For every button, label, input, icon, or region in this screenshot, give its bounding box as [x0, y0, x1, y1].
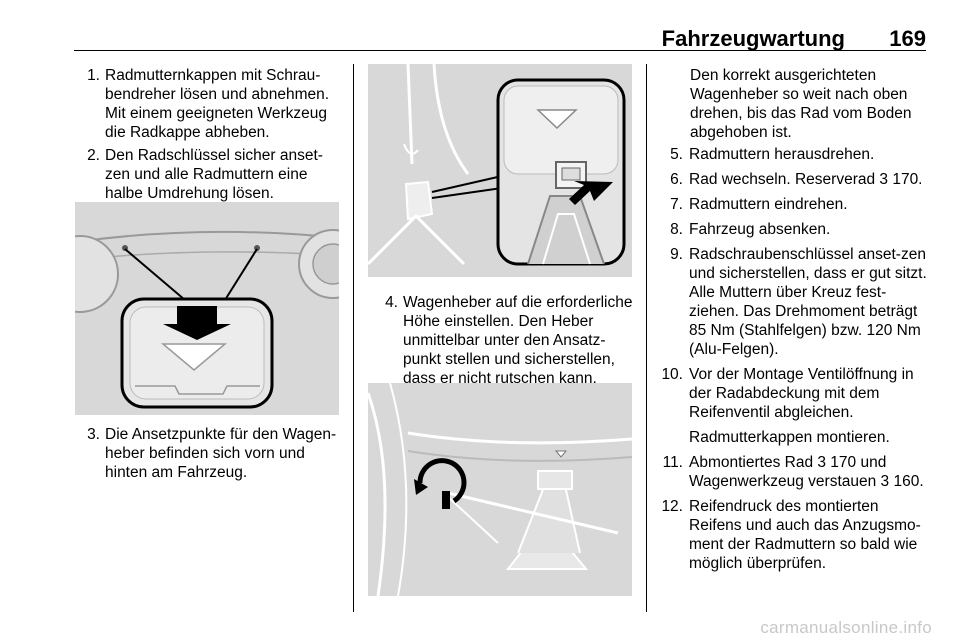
- step-item: 11. Abmontiertes Rad 3 170 und Wagenwerkz…: [652, 453, 928, 491]
- page-number: 169: [889, 26, 926, 51]
- step-item: 9. Radschraubenschlüssel anset-zen und si…: [652, 245, 928, 359]
- step-text: Abmontiertes Rad 3 170 und Wagenwerkzeug…: [689, 454, 924, 490]
- step-item: 3. Die Ansetzpunkte für den Wagen-heber b…: [78, 425, 342, 482]
- intro-paragraph: Den korrekt ausgerichteten Wagenheber so…: [690, 67, 912, 141]
- step-number: 4.: [385, 294, 398, 311]
- figure-jack-points: [368, 64, 632, 277]
- step-text: Radschraubenschlüssel anset-zen und sich…: [689, 246, 927, 358]
- step-text: Rad wechseln. Reserverad 3 170.: [689, 171, 923, 188]
- step-item: 6. Rad wechseln. Reserverad 3 170.: [652, 170, 928, 189]
- step-item: 1. Radmutternkappen mit Schrau-bendreher …: [78, 66, 342, 142]
- page-header: Fahrzeugwartung 169: [0, 0, 960, 51]
- step-text: Die Ansetzpunkte für den Wagen-heber bef…: [105, 426, 337, 481]
- step-item: 8. Fahrzeug absenken.: [652, 220, 928, 239]
- steps-list-3: 5. Radmuttern herausdrehen. 6. Rad wechsel…: [652, 145, 928, 573]
- step-text: Reifendruck des montierten Reifens und a…: [689, 498, 921, 572]
- step-text: Vor der Montage Ventilöffnung in der Rad…: [689, 366, 914, 421]
- jack-crank-illustration: [368, 383, 632, 596]
- step-item: 7. Radmuttern eindrehen.: [652, 195, 928, 214]
- step-text-secondary: Radmutterkappen montieren.: [689, 429, 890, 446]
- step-number: 6.: [670, 171, 683, 188]
- steps-list-1b: 3. Die Ansetzpunkte für den Wagen-heber b…: [78, 425, 342, 482]
- steps-list-2: 4. Wagenheber auf die erforderliche Höhe …: [376, 293, 640, 388]
- step-number: 5.: [670, 146, 683, 163]
- step-number: 7.: [670, 196, 683, 213]
- step-number: 12.: [661, 498, 683, 515]
- step-number: 1.: [87, 67, 100, 84]
- jack-points-illustration: [368, 64, 632, 277]
- step-number: 2.: [87, 147, 100, 164]
- step-text: Radmutternkappen mit Schrau-bendreher lö…: [105, 67, 330, 141]
- column-divider-1: [353, 64, 354, 612]
- step-text: Den Radschlüssel sicher anset-zen und al…: [105, 147, 323, 202]
- step-item: 4. Wagenheber auf die erforderliche Höhe …: [376, 293, 640, 388]
- step-item: 5. Radmuttern herausdrehen.: [652, 145, 928, 164]
- step-text: Fahrzeug absenken.: [689, 221, 831, 238]
- step-number: 3.: [87, 426, 100, 443]
- step-number: 8.: [670, 221, 683, 238]
- step-number: 9.: [670, 246, 683, 263]
- steps-list-1: 1. Radmutternkappen mit Schrau-bendreher …: [78, 66, 342, 203]
- step-text: Wagenheber auf die erforderliche Höhe ei…: [403, 294, 633, 387]
- step-number: 11.: [662, 454, 683, 471]
- step-item: 2. Den Radschlüssel sicher anset-zen und …: [78, 146, 342, 203]
- watermark: carmanualsonline.info: [760, 618, 932, 637]
- figure-cap-removal: [75, 202, 339, 415]
- header-rule: [74, 50, 926, 51]
- step-item: 10. Vor der Montage Ventilöffnung in der …: [652, 365, 928, 447]
- step-number: 10.: [661, 366, 683, 383]
- column-divider-2: [646, 64, 647, 612]
- section-title: Fahrzeugwartung: [661, 26, 845, 51]
- step-item: 12. Reifendruck des montierten Reifens un…: [652, 497, 928, 573]
- step-text: Radmuttern herausdrehen.: [689, 146, 875, 163]
- figure-jack-crank: [368, 383, 632, 596]
- step-text: Radmuttern eindrehen.: [689, 196, 848, 213]
- cap-removal-illustration: [75, 202, 339, 415]
